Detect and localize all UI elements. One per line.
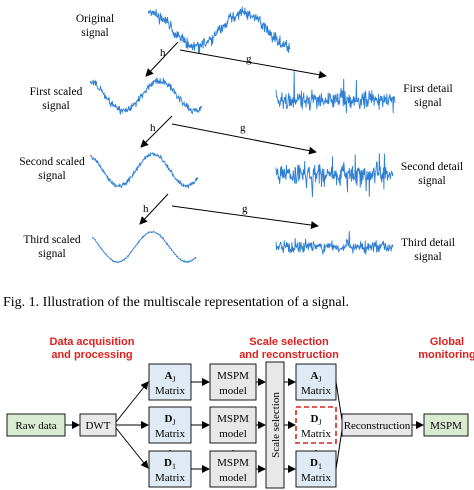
heading-global-line1: Global: [430, 336, 464, 348]
scale-selection-label: Scale selection: [270, 392, 282, 458]
matrix-dj-word: Matrix: [155, 428, 185, 440]
second-detail-signal-trace: [275, 152, 394, 198]
label-original-line1: Original: [76, 13, 114, 25]
label-second-detail-line2: signal: [418, 175, 445, 187]
mspm-model-box-d1: [209, 450, 257, 488]
arrow-h-1: [145, 41, 179, 77]
mspm-box: [423, 413, 469, 437]
heading-global-line2: monitoring: [418, 349, 474, 361]
arrow-h-3: [139, 193, 169, 225]
fig2-mspm-flow-diagram: Data acquisition and processing Scale se…: [6, 336, 474, 489]
matrix-dj-title: DJ: [164, 413, 175, 427]
heading-acquisition-line1: Data acquisition: [50, 336, 135, 348]
heading-scale-line1: Scale selection: [249, 336, 329, 348]
label-first-scaled-line1: First scaled: [30, 86, 83, 98]
third-scaled-signal-trace: [91, 230, 197, 264]
third-detail-signal-trace: [275, 231, 394, 255]
matrix-aj-box: [148, 363, 192, 401]
label-first-detail-line1: First detail: [403, 83, 453, 95]
mspm-model-aj-line1: MSPM: [217, 370, 249, 382]
first-detail-signal-trace: [275, 71, 396, 114]
line-aj-to-reconstruction: [335, 381, 343, 421]
filter-g-label-2: g: [240, 122, 246, 134]
filter-h-label-3: h: [143, 203, 149, 215]
matrix-aj-word: Matrix: [155, 385, 185, 397]
selected-matrix-aj-word: Matrix: [301, 385, 331, 397]
original-signal-trace: [147, 6, 291, 54]
mspm-model-dj-line1: MSPM: [217, 413, 249, 425]
label-second-scaled-line2: signal: [38, 170, 65, 182]
arrow-h-2: [140, 115, 173, 148]
selected-matrix-d1-box: [295, 450, 337, 488]
label-first-scaled-line2: signal: [42, 100, 69, 112]
matrix-d1-box: [148, 450, 192, 488]
label-original-line2: signal: [81, 27, 108, 39]
filter-h-label-2: h: [150, 122, 156, 134]
second-scaled-signal-trace: [89, 152, 199, 189]
filter-g-label-3: g: [242, 203, 248, 215]
mspm-model-box-aj: [209, 363, 257, 401]
fig1-multiscale-illustration: Original signal First scaled signal Seco…: [3, 6, 463, 310]
fig1-caption: Fig. 1. Illustration of the multiscale r…: [3, 295, 349, 310]
heading-acquisition-line2: and processing: [51, 349, 132, 361]
matrix-dj-box: [148, 406, 192, 444]
label-second-detail-line1: Second detail: [401, 161, 463, 173]
label-third-scaled-line1: Third scaled: [23, 234, 80, 246]
label-third-scaled-line2: signal: [38, 248, 65, 260]
mspm-model-dj-line2: model: [219, 428, 247, 440]
label-third-detail-line2: signal: [414, 251, 441, 263]
selected-matrix-d1-title: D1: [310, 457, 322, 471]
mspm-model-d1-line2: model: [219, 472, 247, 484]
signal-traces: [89, 6, 396, 264]
filter-h-label-1: h: [160, 47, 166, 59]
reconstruction-label: Reconstruction: [344, 420, 411, 432]
excluded-matrix-dj-word: Matrix: [301, 428, 331, 440]
matrix-aj-title: AJ: [164, 370, 175, 384]
mspm-label: MSPM: [430, 420, 462, 432]
heading-scale-line2: and reconstruction: [239, 349, 339, 361]
excluded-matrix-dj-box: [295, 406, 337, 444]
matrix-d1-title: D1: [164, 457, 176, 471]
arrow-g-1: [179, 49, 327, 79]
label-third-detail-line1: Third detail: [401, 237, 455, 249]
arrow-g-3: [171, 205, 319, 230]
raw-data-label: Raw data: [15, 420, 56, 432]
line-d1-to-reconstruction: [335, 429, 343, 470]
first-scaled-signal-trace: [89, 77, 203, 115]
mspm-model-d1-line1: MSPM: [217, 457, 249, 469]
mspm-model-aj-line2: model: [219, 385, 247, 397]
matrix-d1-word: Matrix: [155, 472, 185, 484]
arrow-dwt-to-aj: [115, 381, 149, 423]
label-second-scaled-line1: Second scaled: [19, 156, 85, 168]
excluded-matrix-dj-title: DJ: [310, 413, 321, 427]
selected-matrix-aj-title: AJ: [310, 370, 321, 384]
label-first-detail-line2: signal: [414, 97, 441, 109]
selected-matrix-d1-word: Matrix: [301, 472, 331, 484]
arrow-dwt-to-d1: [115, 427, 149, 469]
mspm-model-box-dj: [209, 406, 257, 444]
arrow-g-2: [171, 123, 317, 155]
filter-g-label-1: g: [246, 53, 252, 65]
dwt-label: DWT: [85, 420, 110, 432]
